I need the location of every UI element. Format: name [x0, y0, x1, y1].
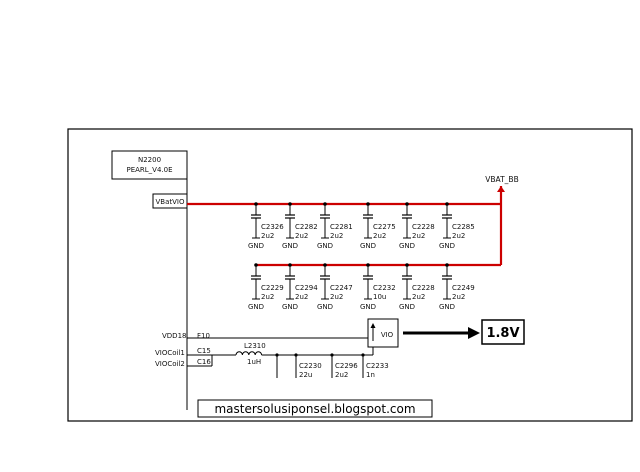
vio-arrow-head [370, 323, 376, 328]
ic-box [111, 150, 188, 180]
viocoil2-pin-label: VIOCoil2 [155, 360, 185, 368]
ic-part: PEARL_V4.0E [126, 166, 172, 174]
vio-label: VIO [381, 331, 394, 339]
capacitor-value: 2u2 [261, 293, 274, 301]
ground-label: GND [360, 303, 376, 311]
ground-label: GND [439, 303, 455, 311]
capacitor-value: 10u [373, 293, 386, 301]
capacitor-value: 2u2 [412, 293, 425, 301]
capacitor-ref: C2285 [452, 223, 475, 231]
ground-label: GND [248, 303, 264, 311]
capacitor-ref: C2294 [295, 284, 318, 292]
capacitor-value: 2u2 [295, 232, 308, 240]
ground-label: GND [282, 303, 298, 311]
capacitor-ref: C2326 [261, 223, 284, 231]
inductor-value: 1uH [247, 358, 261, 366]
vbat-bb-label: VBAT_BB [485, 175, 518, 184]
ground-label: GND [399, 303, 415, 311]
capacitor-value: 2u2 [412, 232, 425, 240]
capacitor-row-1: C23262u2GNDC22822u2GNDC22812u2GNDC22752u… [248, 202, 475, 250]
capacitor-value: 2u2 [373, 232, 386, 240]
viocoil1-ball-label: C15 [197, 347, 211, 355]
capacitor-ref: C2249 [452, 284, 475, 292]
ground-label: GND [248, 242, 264, 250]
capacitor-ref: C2281 [330, 223, 353, 231]
watermark-text: mastersolusiponsel.blogspot.com [214, 402, 415, 416]
ground-label: GND [439, 242, 455, 250]
ground-label: GND [317, 242, 333, 250]
inductor-ref: L2310 [244, 342, 266, 350]
capacitor-value: 2u2 [261, 232, 274, 240]
capacitor-ref: C2229 [261, 284, 284, 292]
capacitor-value: 2u2 [452, 293, 465, 301]
ground-label: GND [317, 303, 333, 311]
ground-label: GND [399, 242, 415, 250]
ground-label: GND [282, 242, 298, 250]
vbat-rail-arrow [497, 186, 505, 192]
ic-name: N2200 [138, 156, 161, 164]
capacitor-row-2: C22292u2GNDC22942u2GNDC22472u2GNDC223210… [248, 263, 475, 311]
vdd18-pin-label: VDD18 [162, 332, 186, 340]
capacitor-value: 2u2 [330, 293, 343, 301]
capacitor-ref: C2247 [330, 284, 353, 292]
capacitor-ref: C2232 [373, 284, 396, 292]
voltage-box [481, 319, 525, 345]
vdd18-ball-label: F10 [197, 332, 210, 340]
capacitor-ref: C2228 [412, 223, 435, 231]
capacitor-value: 2u2 [330, 232, 343, 240]
capacitor-value: 2u2 [452, 232, 465, 240]
capacitor-ref: C2228 [412, 284, 435, 292]
capacitor-ref: C2230 [299, 362, 322, 370]
capacitor-ref: C2233 [366, 362, 389, 370]
schematic-frame [67, 128, 633, 422]
capacitor-ref: C2275 [373, 223, 396, 231]
output-arrow-head [468, 327, 480, 339]
viocoil2-ball-label: C16 [197, 358, 211, 366]
viocoil1-pin-label: VIOCoil1 [155, 349, 185, 357]
ground-label: GND [360, 242, 376, 250]
capacitor-ref: C2282 [295, 223, 318, 231]
watermark-box [197, 399, 433, 418]
voltage-label: 1.8V [486, 326, 519, 341]
capacitor-ref: C2296 [335, 362, 358, 370]
vbatvio-pin-label: VBatVIO [156, 198, 185, 206]
capacitor-value: 2u2 [335, 371, 348, 379]
inductor-coil [235, 351, 263, 356]
capacitor-value: 1n [366, 371, 375, 379]
capacitor-value: 22u [299, 371, 312, 379]
capacitor-value: 2u2 [295, 293, 308, 301]
